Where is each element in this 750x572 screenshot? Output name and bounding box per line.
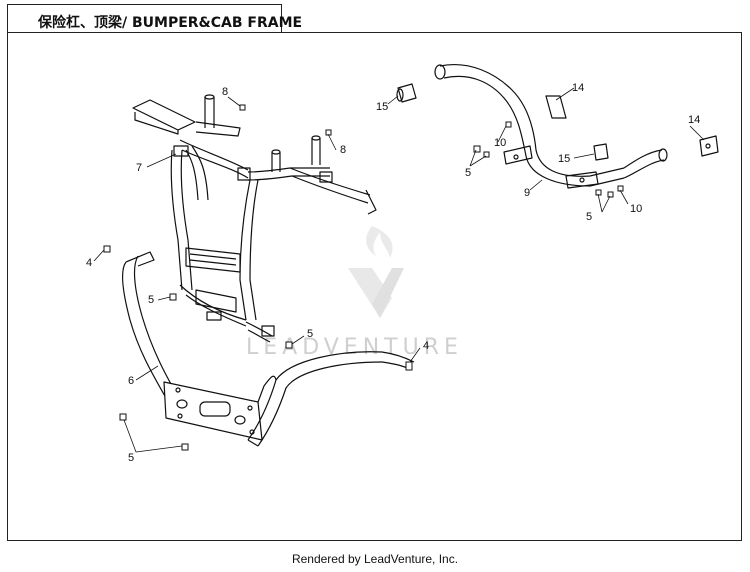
bolt-icon	[169, 293, 177, 301]
callout-label: 8	[340, 144, 346, 156]
leader-lines	[93, 87, 705, 453]
callout-label: 14	[688, 114, 700, 126]
bolt-icon	[103, 245, 111, 253]
bumper-part-9	[396, 64, 719, 189]
callouts: 8 7 8 4 5 5 4 6 5 14 15 10 5 15 9 14 5 1…	[86, 82, 700, 464]
callout-label: 5	[148, 294, 154, 306]
bolt-icon	[119, 413, 127, 421]
callout-label: 4	[86, 257, 92, 269]
bolt-icon	[595, 189, 602, 196]
callout-label: 5	[307, 328, 313, 340]
title-box: 保险杠、顶梁/ BUMPER&CAB FRAME	[7, 4, 302, 33]
callout-label: 5	[465, 167, 471, 179]
leadventure-logo-icon	[348, 226, 404, 318]
bolt-icon	[239, 104, 246, 111]
callout-label: 10	[494, 137, 506, 149]
callout-label: 14	[572, 82, 584, 94]
callout-label: 6	[128, 375, 134, 387]
callout-label: 7	[136, 162, 142, 174]
bolt-icon	[483, 151, 490, 158]
callout-label: 10	[630, 203, 642, 215]
callout-label: 8	[222, 86, 228, 98]
diagram-frame	[7, 32, 742, 541]
bolt-icon	[505, 121, 512, 128]
bolt-icon	[607, 191, 614, 198]
bolt-icon	[181, 443, 189, 451]
watermark-brand: LEADVENTURE	[246, 335, 463, 360]
cab-frame-part-7	[132, 94, 377, 343]
callout-label: 15	[376, 101, 388, 113]
callout-label: 5	[586, 211, 592, 223]
page-title: 保险杠、顶梁/ BUMPER&CAB FRAME	[38, 15, 303, 31]
callout-label: 5	[128, 452, 134, 464]
footer-credit: Rendered by LeadVenture, Inc.	[291, 552, 459, 566]
callout-label: 4	[423, 340, 429, 352]
bumper-part-6	[121, 251, 415, 447]
bolt-icon	[473, 145, 481, 153]
callout-label: 9	[524, 187, 530, 199]
bolt-icon	[405, 361, 413, 371]
callout-label: 15	[558, 153, 570, 165]
bolt-icon	[285, 341, 293, 349]
